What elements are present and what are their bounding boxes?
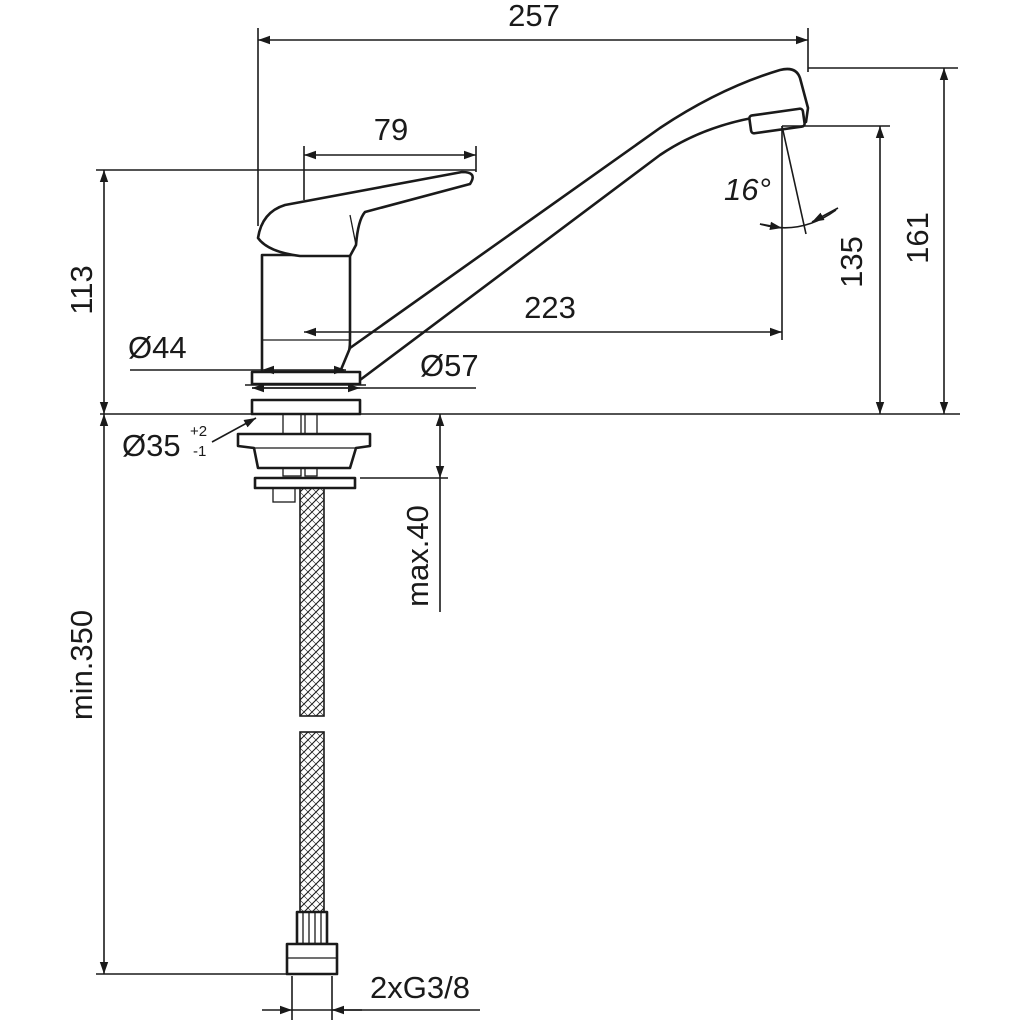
label-connection: 2xG3/8 bbox=[370, 970, 470, 1005]
hose-ferrule bbox=[295, 910, 329, 946]
label-deck-thickness: max.40 bbox=[400, 505, 435, 607]
mixer-body bbox=[260, 253, 352, 374]
flex-hose-lower bbox=[299, 731, 325, 913]
base-rosette bbox=[250, 370, 362, 386]
label-hole-tol-minus: -1 bbox=[193, 443, 206, 460]
fixing-stud bbox=[250, 398, 362, 416]
flex-hose-upper bbox=[299, 487, 325, 717]
dimension-lines bbox=[96, 28, 958, 1020]
label-hole-diameter: Ø35 bbox=[122, 428, 181, 463]
faucet-outline bbox=[100, 67, 960, 976]
dimension-labels: 257 79 113 223 Ø44 Ø57 16° 135 161 Ø35 +… bbox=[64, 0, 935, 1005]
aerator bbox=[748, 107, 806, 135]
label-base-diameter: Ø57 bbox=[420, 348, 479, 383]
label-handle-width: 79 bbox=[374, 112, 408, 147]
label-spout-reach: 223 bbox=[524, 290, 576, 325]
lever-handle bbox=[256, 170, 474, 258]
washer bbox=[253, 476, 357, 490]
hose-nut bbox=[285, 942, 339, 976]
label-body-height: 113 bbox=[64, 265, 99, 314]
label-hose-length: min.350 bbox=[64, 610, 99, 720]
label-overall-height: 161 bbox=[900, 212, 935, 264]
label-outlet-height: 135 bbox=[834, 236, 869, 288]
fixing-nut bbox=[236, 432, 372, 470]
label-body-diameter: Ø44 bbox=[128, 330, 187, 365]
label-spout-angle: 16° bbox=[724, 172, 771, 207]
label-hole-tol-plus: +2 bbox=[190, 423, 207, 440]
label-overall-width: 257 bbox=[508, 0, 560, 33]
spout bbox=[338, 67, 810, 382]
